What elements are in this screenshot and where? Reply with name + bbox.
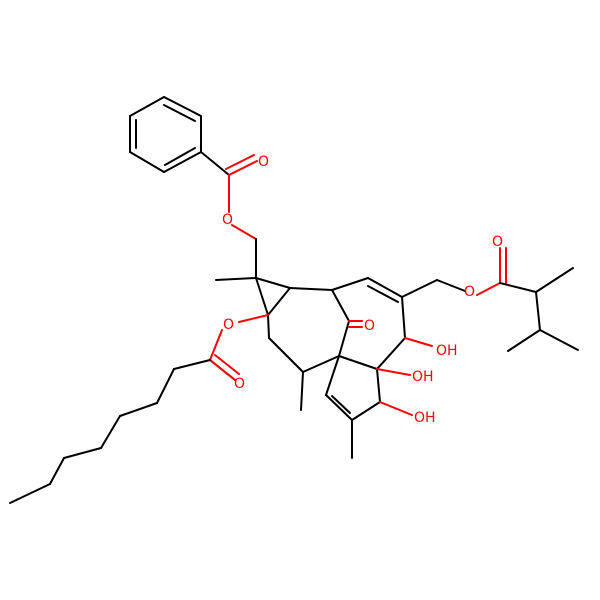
hydroxyl-bonds <box>376 337 433 416</box>
ring-skeleton <box>215 277 438 459</box>
octanoate-ester-o: O <box>223 317 234 333</box>
benzene-ring <box>129 96 202 173</box>
octanoate-carbonyl-o: O <box>234 376 245 392</box>
octanoate-ester <box>9 314 269 504</box>
benzoate-ester-o: O <box>222 212 233 228</box>
methylbutanoate-carbonyl-o: O <box>492 234 503 250</box>
hydroxyl-2: OH <box>412 369 434 385</box>
ketone <box>348 320 363 328</box>
benzoate-ester <box>200 151 258 279</box>
hydroxyl-1: OH <box>436 343 458 359</box>
methylbutanoate-ester <box>436 247 579 352</box>
ring-ketone-o: O <box>364 318 375 334</box>
hydroxyl-3: OH <box>414 410 436 426</box>
methylbutanoate-ester-o: O <box>464 284 475 300</box>
benzoate-carbonyl-o: O <box>258 154 269 170</box>
